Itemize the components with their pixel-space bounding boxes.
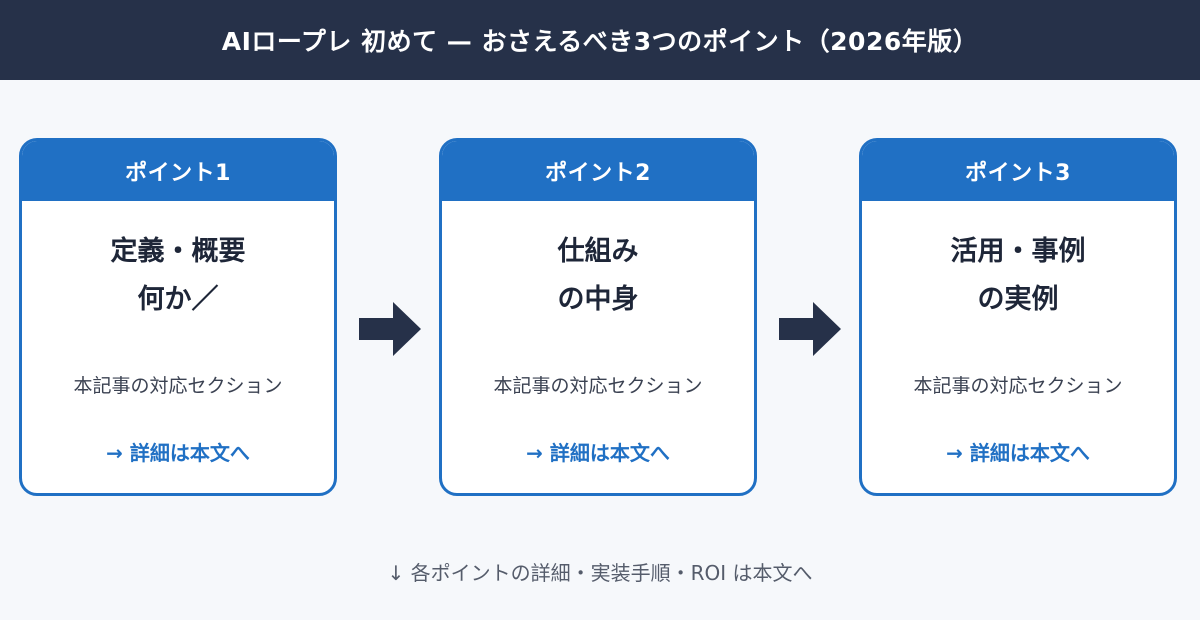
point-card-title-line: の実例: [977, 284, 1059, 315]
point-card-label: ポイント2: [442, 141, 754, 201]
point-card-section: 本記事の対応セクション: [493, 375, 703, 397]
point-card-title: 定義・概要 何か／: [22, 228, 334, 324]
point-card-1: ポイント1 定義・概要 何か／ 本記事の対応セクション → 詳細は本文へ: [19, 138, 337, 496]
page-title: AIロープレ 初めて — おさえるべき3つのポイント（2026年版）: [221, 27, 979, 56]
header-bar: AIロープレ 初めて — おさえるべき3つのポイント（2026年版）: [0, 0, 1200, 80]
point-card-title: 活用・事例 の実例: [862, 228, 1174, 324]
point-card-3: ポイント3 活用・事例 の実例 本記事の対応セクション → 詳細は本文へ: [859, 138, 1177, 496]
point-card-detail-link[interactable]: → 詳細は本文へ: [106, 441, 250, 465]
point-card-title-line: 仕組み: [557, 236, 639, 267]
point-card-title-line: 何か／: [137, 284, 219, 315]
footer-note: ↓ 各ポイントの詳細・実装手順・ROI は本文へ: [387, 561, 813, 585]
point-card-title-line: 活用・事例: [950, 236, 1086, 267]
point-card-label: ポイント3: [862, 141, 1174, 201]
arrow-right-icon: [359, 302, 421, 356]
point-card-title-line: の中身: [557, 284, 639, 315]
point-card-2: ポイント2 仕組み の中身 本記事の対応セクション → 詳細は本文へ: [439, 138, 757, 496]
arrow-right-icon: [779, 302, 841, 356]
point-card-section: 本記事の対応セクション: [913, 375, 1123, 397]
point-card-title: 仕組み の中身: [442, 228, 754, 324]
point-card-label: ポイント1: [22, 141, 334, 201]
point-card-detail-link[interactable]: → 詳細は本文へ: [946, 441, 1090, 465]
point-card-title-line: 定義・概要: [110, 236, 246, 267]
point-card-section: 本記事の対応セクション: [73, 375, 283, 397]
point-card-detail-link[interactable]: → 詳細は本文へ: [526, 441, 670, 465]
